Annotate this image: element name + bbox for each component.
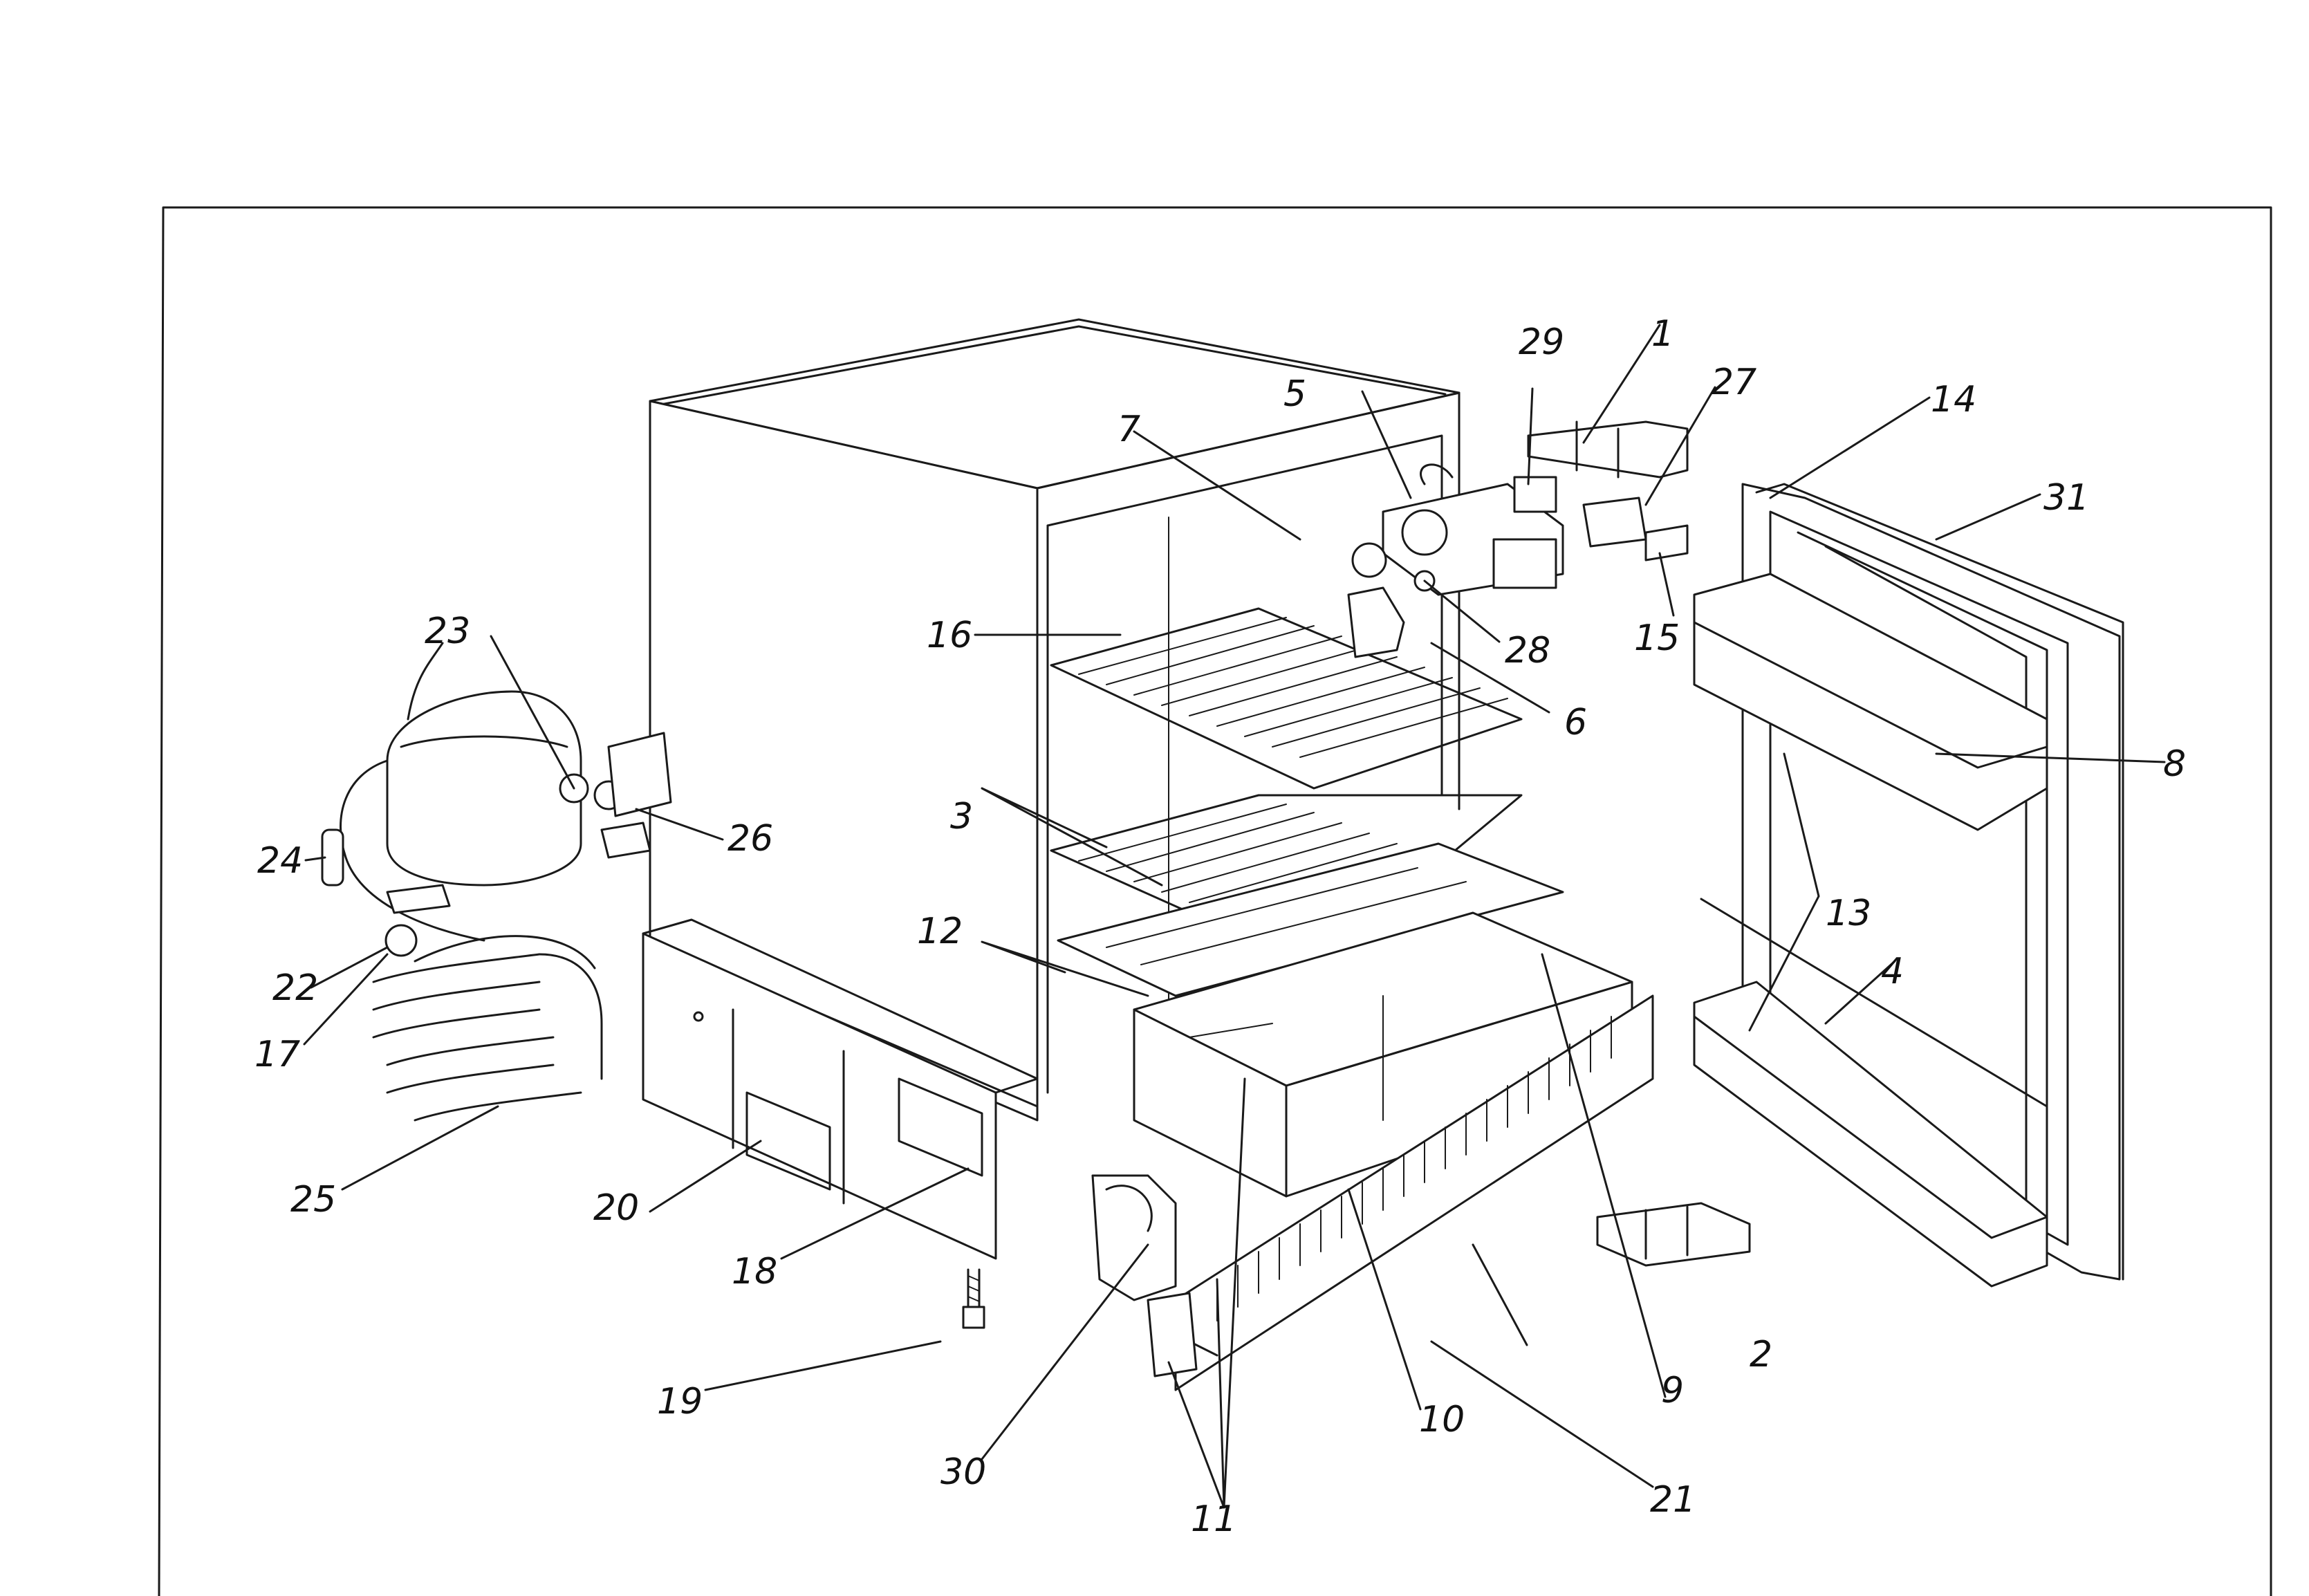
upper-hinge	[1527, 420, 1689, 562]
callout-21: 21	[1650, 1479, 1696, 1521]
callout-22: 22	[272, 967, 318, 1009]
callout-17: 17	[254, 1034, 300, 1075]
condenser-coil	[372, 935, 603, 1122]
callout-1: 1	[1651, 313, 1674, 355]
fan-motor	[1091, 1174, 1198, 1377]
callout-25: 25	[290, 1179, 336, 1221]
callout-29: 29	[1519, 322, 1564, 363]
callout-26: 26	[727, 818, 773, 860]
callout-5: 5	[1283, 373, 1306, 415]
callout-28: 28	[1505, 630, 1550, 671]
callout-10: 10	[1419, 1399, 1465, 1440]
callout-23: 23	[425, 611, 470, 652]
callout-2: 2	[1750, 1334, 1772, 1375]
lower-hinge	[1596, 1202, 1751, 1267]
thermostat-light-assembly	[1347, 463, 1564, 658]
callout-9: 9	[1661, 1370, 1684, 1411]
callout-19: 19	[657, 1381, 703, 1422]
callout-4: 4	[1881, 951, 1904, 992]
glass-shelf-and-drawers	[1057, 842, 1633, 1198]
callout-27: 27	[1711, 362, 1756, 403]
callout-20: 20	[593, 1187, 639, 1229]
callout-18: 18	[732, 1251, 777, 1292]
callout-3: 3	[950, 796, 973, 837]
callout-14: 14	[1931, 379, 1976, 420]
callout-30: 30	[940, 1451, 986, 1493]
callout-16: 16	[927, 615, 972, 656]
leader-lines	[303, 324, 2166, 1509]
callout-31: 31	[2043, 477, 2089, 519]
door-bins	[1693, 573, 2048, 1288]
callout-12: 12	[917, 911, 963, 952]
callout-11: 11	[1191, 1498, 1236, 1540]
callout-7: 7	[1118, 409, 1140, 450]
callout-15: 15	[1634, 618, 1680, 659]
callout-13: 13	[1826, 893, 1871, 934]
compressor-group	[321, 642, 672, 957]
callout-8: 8	[2163, 743, 2186, 785]
callout-6: 6	[1564, 702, 1587, 743]
callout-labels: 1 2 3 4 5 6 7 8 9 10 11 12 13 14 15 16 1…	[254, 313, 2186, 1540]
drawing-frame	[158, 206, 2272, 1596]
cabinet-base	[642, 918, 1039, 1260]
adjustable-foot	[962, 1268, 985, 1329]
callout-24: 24	[257, 840, 303, 882]
